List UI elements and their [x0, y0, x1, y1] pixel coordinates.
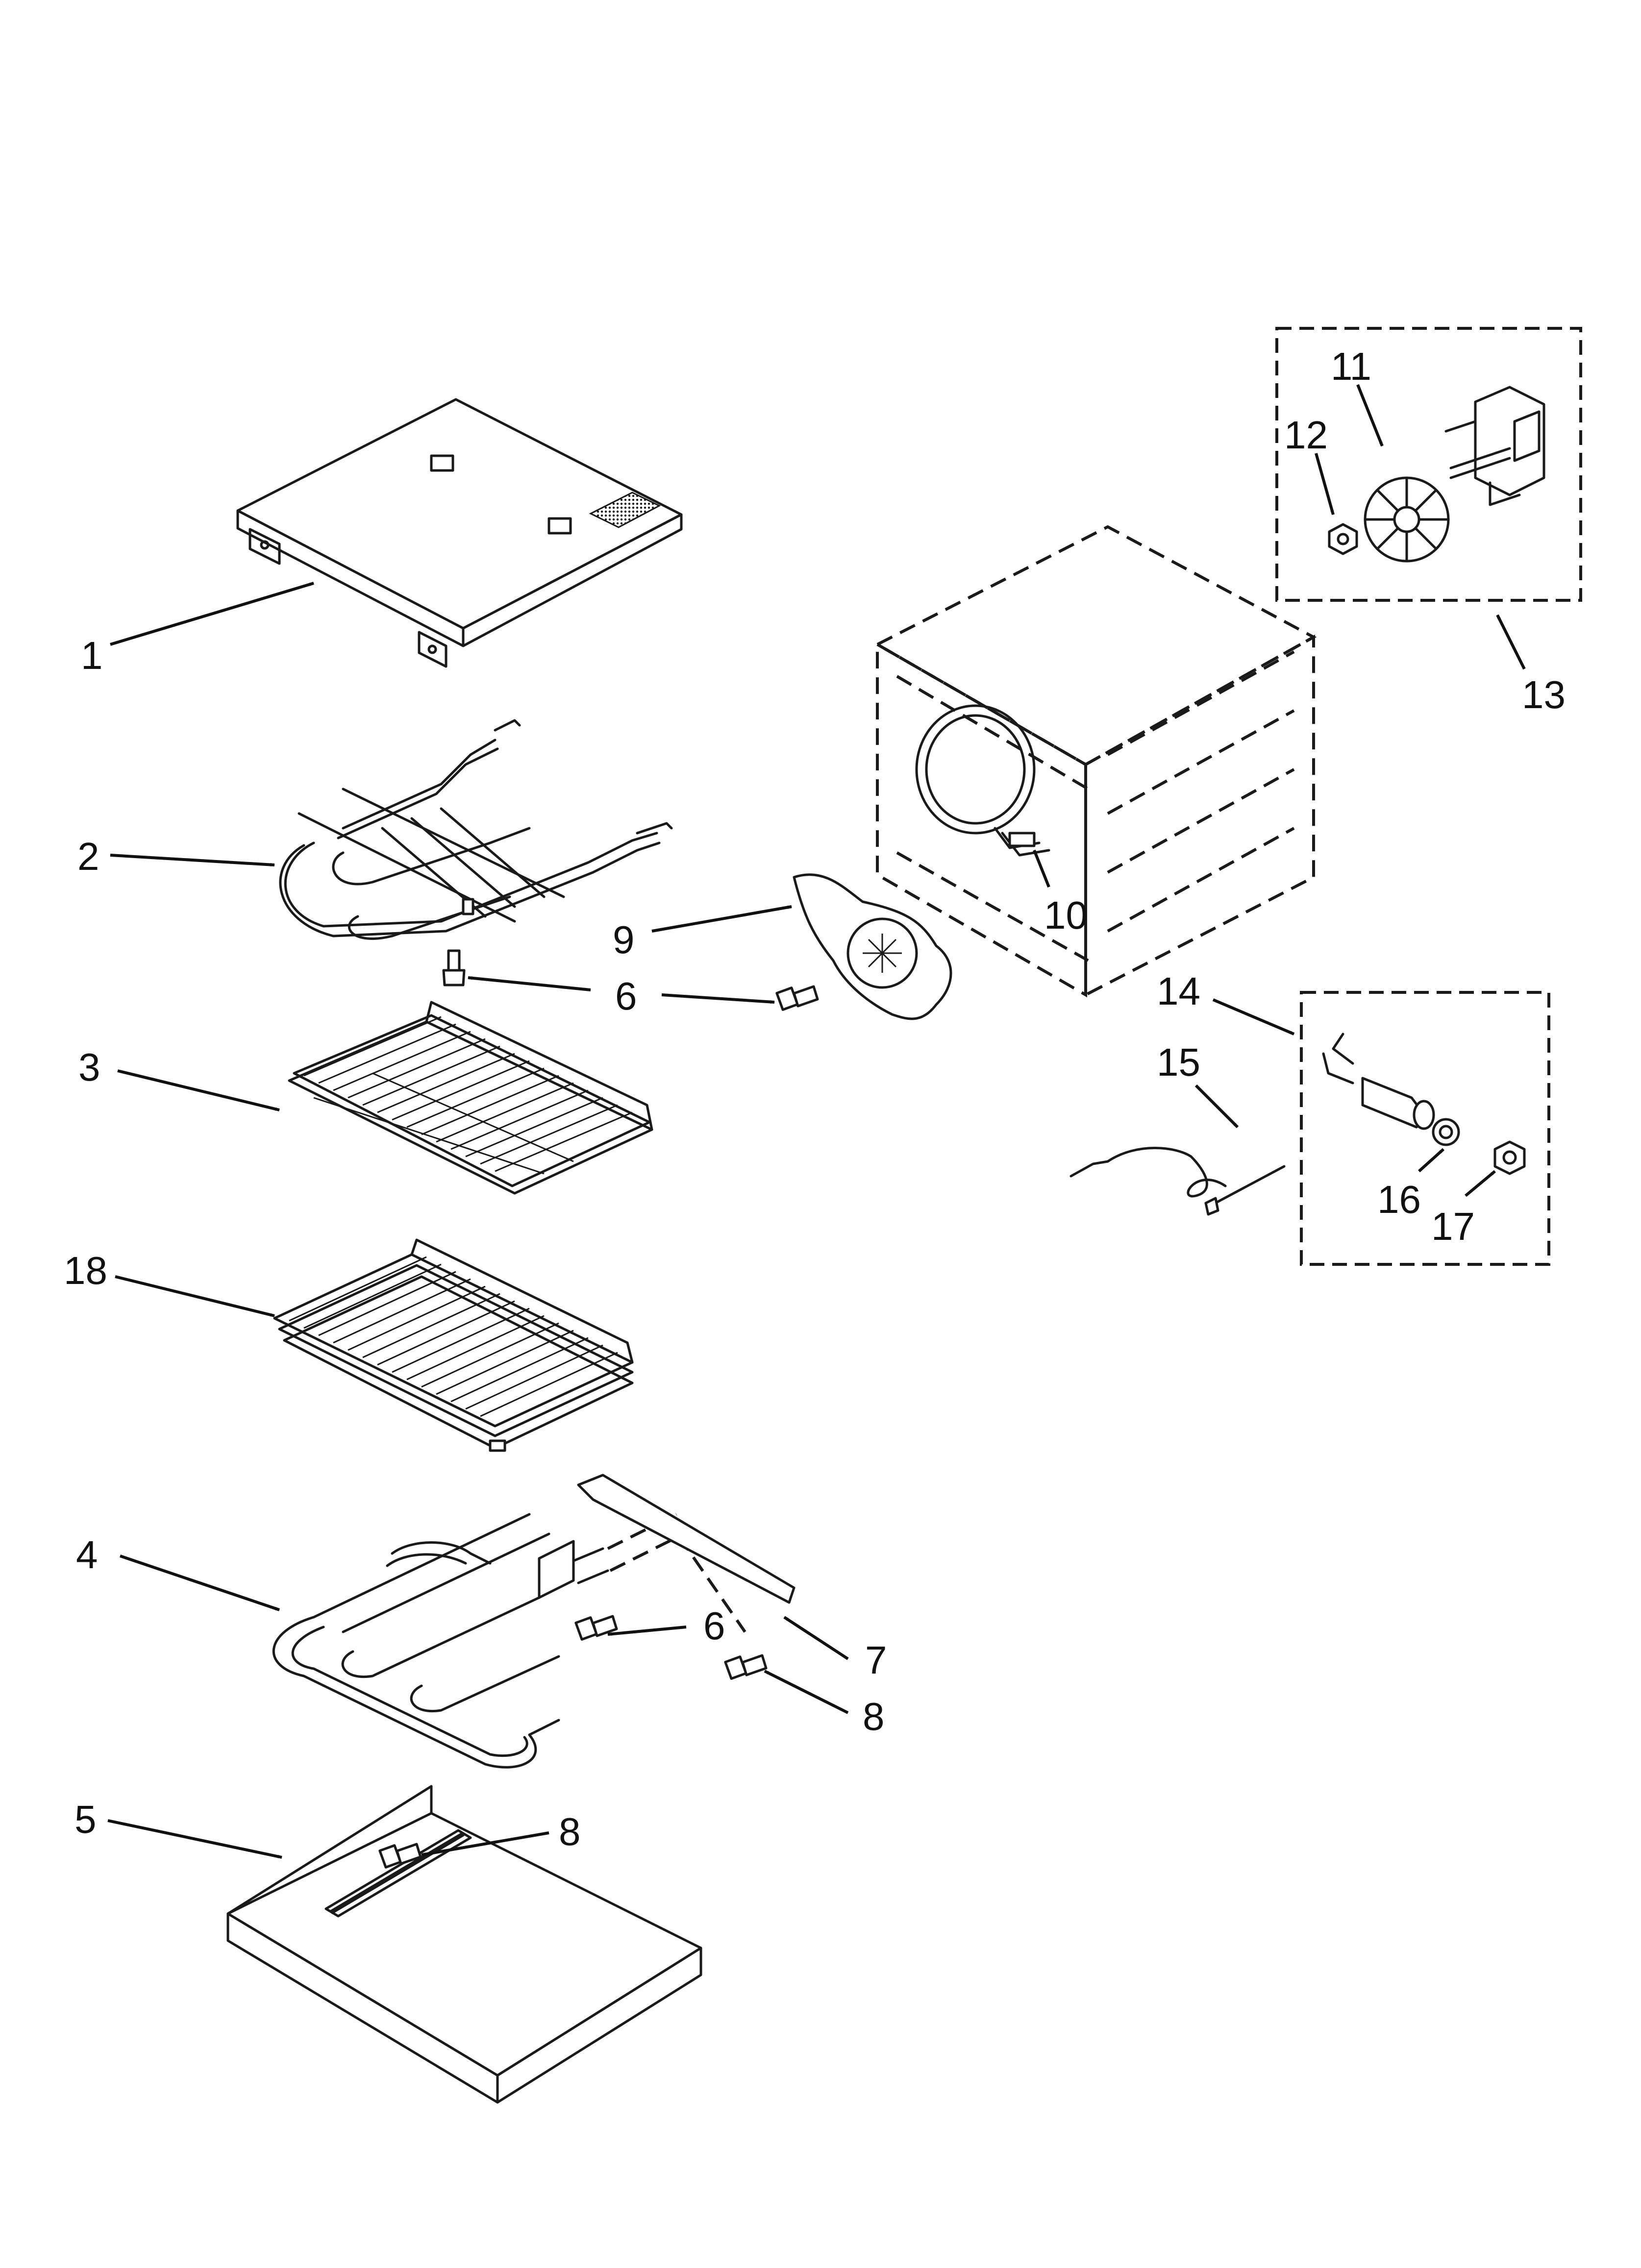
bake-element	[272, 1513, 746, 1769]
screw-6-fan	[775, 985, 819, 1011]
screw-8-upper	[724, 1654, 768, 1680]
oven-cavity	[874, 525, 1317, 998]
callout-10: 10	[1044, 893, 1088, 937]
callout-7: 7	[865, 1638, 887, 1682]
callout-14: 14	[1157, 969, 1200, 1013]
oven-rack	[288, 1001, 653, 1195]
callout-1: 1	[81, 634, 103, 677]
callout-17: 17	[1431, 1205, 1475, 1248]
element-bracket	[577, 1474, 796, 1604]
convection-element	[915, 704, 1050, 857]
callout-13: 13	[1522, 673, 1566, 716]
callout-8-upper: 8	[863, 1695, 885, 1738]
callout-6-upper: 6	[615, 974, 637, 1018]
callout-3: 3	[78, 1045, 100, 1089]
callout-labels: 1 2 6 9 10 3 18 4 6 7 8 5 8 11 12 13 14 …	[64, 345, 1566, 1853]
callout-18: 18	[64, 1249, 107, 1292]
callout-9: 9	[613, 918, 635, 961]
callout-2: 2	[77, 835, 99, 878]
screw-6-lower	[574, 1615, 618, 1641]
sensor-16-17-body	[1322, 1033, 1435, 1130]
sensor-group	[1300, 991, 1550, 1266]
callout-11: 11	[1331, 345, 1371, 388]
callout-16: 16	[1377, 1178, 1421, 1221]
screw-6-upper	[442, 949, 466, 986]
nut-17	[1493, 1140, 1526, 1175]
callout-5: 5	[75, 1798, 97, 1841]
fan-cover	[793, 873, 952, 1020]
callout-8-lower: 8	[559, 1810, 581, 1853]
broil-element	[279, 719, 673, 940]
callout-4: 4	[76, 1533, 98, 1577]
lock-washer-16	[1432, 1118, 1460, 1146]
callout-15: 15	[1157, 1040, 1200, 1084]
top-cover-panel	[236, 398, 683, 668]
rollout-rack	[273, 1238, 634, 1452]
fan-assembly-group	[1275, 327, 1582, 602]
meat-probe	[1069, 1147, 1286, 1216]
fan-blade-11	[1364, 476, 1450, 563]
leader-lines	[107, 384, 1526, 1859]
fan-motor	[1444, 386, 1545, 506]
callout-6-lower: 6	[703, 1604, 725, 1648]
drip-tray	[226, 1785, 702, 2104]
callout-12: 12	[1284, 413, 1328, 457]
nut-12	[1328, 523, 1358, 555]
